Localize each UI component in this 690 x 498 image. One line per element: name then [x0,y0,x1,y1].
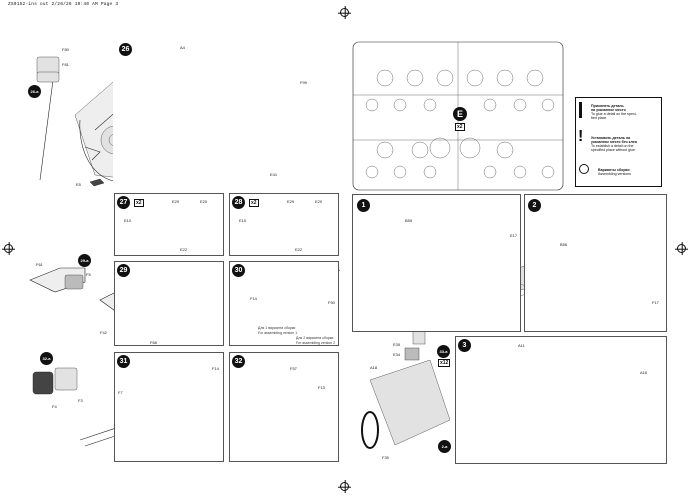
step31-number: 31 [117,355,130,368]
version2-note-ru: Для 2 варианта сборки [296,336,334,340]
legend-noglue-ru2: указанное место без клея [591,140,637,144]
sub-26a-label: 26-a [28,85,41,98]
legend-glue-en2: fied place [591,116,607,120]
legend-box: Приклеить деталь на указанное место To g… [575,97,662,187]
part-label: F99 [300,80,307,85]
versions-icon [579,164,589,174]
part-label: F5 [86,272,91,277]
part-label: E20 [200,199,208,204]
part-label: E29 [287,199,295,204]
part-label: E10 [124,218,132,223]
part-label: F57 [290,366,297,371]
legend-versions-ru: Варианты сборки [598,168,630,172]
registration-mark-bottom [340,482,349,491]
step27-panel [114,193,224,256]
part-label: E41 [270,172,278,177]
sub-32a-drawing [32,367,78,395]
sub-32a-label: 32-a [40,352,53,365]
sub-33a-label: 33-a [437,345,450,358]
part-label: E10 [239,218,247,223]
legend-glue-ru: Приклеить деталь [591,104,624,108]
step28-qty-badge: x2 [249,199,259,207]
page-header: ZS0152-ins out 2/26/26 10:40 AM Page 3 [8,2,119,7]
legend-noglue-en2: specified place without glue [591,148,635,152]
step31-panel [114,352,224,462]
part-label: E17 [510,233,518,238]
part-label: F14 [250,296,257,301]
step27-number: 27 [117,196,130,209]
step27-qty-badge: x2 [134,199,144,207]
sprue-qty: x2 [455,123,465,131]
step26-panel [113,37,336,187]
legend-glue-ru2: на указанное место [591,108,626,112]
sprue-frame-drawing [352,41,564,191]
step30-panel [229,261,339,346]
part-label: E20 [315,199,323,204]
legend-noglue-ru: Установить деталь на [591,136,631,140]
step32-panel [229,352,339,462]
part-label: F35 [382,455,389,460]
sprue-letter: E [453,107,467,121]
step2-number: 2 [528,199,541,212]
part-label: E35 [393,342,401,347]
step30-number: 30 [232,264,245,277]
part-label: F68 [150,340,157,345]
version1-note-en: For assembling version 1 [258,331,298,335]
step32-number: 32 [232,355,245,368]
part-label: F14 [212,366,219,371]
part-label: F90 [328,300,335,305]
exclamation-icon: ! [578,128,584,145]
registration-mark-left [4,244,13,253]
part-label: F4 [52,404,57,409]
legend-glue-en: To glue a detail on the speci- [591,112,637,116]
sub-left-bottom-drawing [361,329,451,449]
step2-panel [524,194,667,332]
part-label: A11 [518,343,525,348]
step1-number: 1 [357,199,370,212]
part-label: E22 [295,247,303,252]
part-label: F81 [62,62,69,67]
part-label: A18 [370,365,378,370]
step28-number: 28 [232,196,245,209]
part-label: B56 [560,242,568,247]
registration-mark-right [677,244,686,253]
legend-noglue-en: To establish a detail on the [591,144,634,148]
sub-29a-label: 29-a [78,254,91,267]
sub-2a-label: 2-a [438,440,451,453]
step29-panel [114,261,224,346]
part-label: E34 [393,352,401,357]
part-label: A4 [180,45,185,50]
step3-panel [455,336,667,464]
part-label: E22 [180,247,188,252]
part-label: B55 [405,218,413,223]
sub-29a-drawing [29,267,86,293]
part-label: F3 [78,398,83,403]
part-label: A16 [640,370,648,375]
version1-note-ru: Для 1 варианта сборки [258,326,296,330]
part-label: E5 [76,182,81,187]
registration-mark-top [340,8,349,17]
step1-panel [352,194,521,332]
step29-number: 29 [117,264,130,277]
glue-icon [579,102,582,118]
version2-note-en: For assembling version 2 [296,341,336,345]
part-label: F42 [100,330,107,335]
part-label: F13 [318,385,325,390]
part-label: F7 [118,390,123,395]
qty-x12-badge: x12 [438,359,451,367]
step3-number: 3 [458,339,471,352]
part-label: F61 [36,262,43,267]
part-label: F17 [652,300,659,305]
step28-panel [229,193,339,256]
part-label: E29 [172,199,180,204]
part-label: F80 [62,47,69,52]
step26-number: 26 [119,43,132,56]
legend-versions-en: Assembling versions [598,172,631,176]
